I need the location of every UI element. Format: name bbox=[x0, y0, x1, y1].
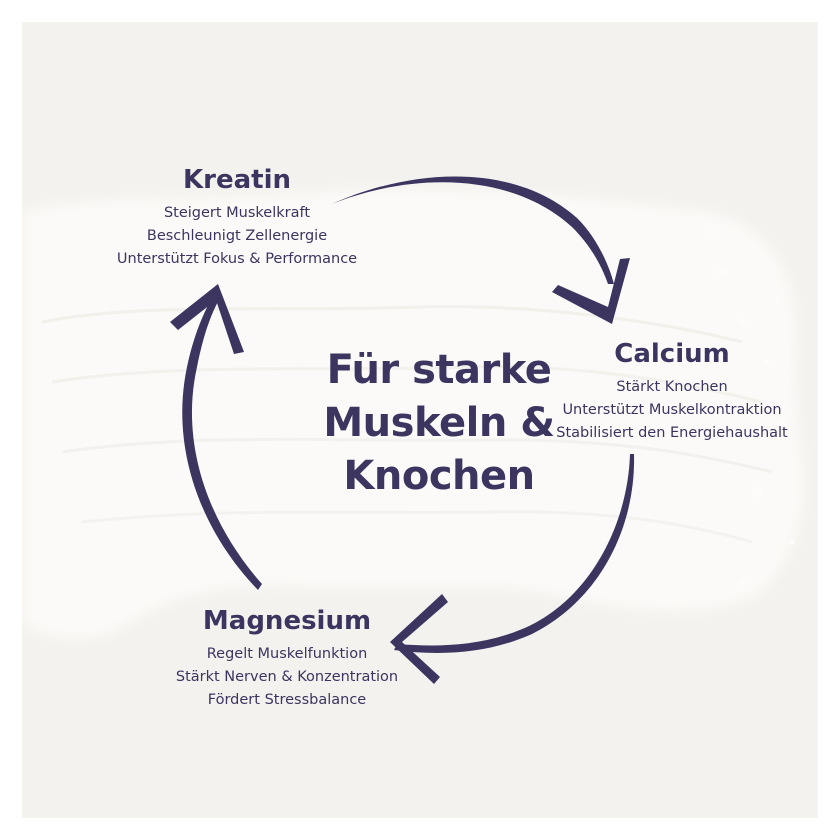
benefit-list: Regelt Muskelfunktion Stärkt Nerven & Ko… bbox=[162, 643, 412, 712]
center-title-line: Muskeln & bbox=[323, 400, 555, 446]
nutrient-kreatin: Kreatin Steigert Muskelkraft Beschleunig… bbox=[102, 164, 372, 271]
center-title: Für starke Muskeln & Knochen bbox=[304, 344, 574, 503]
benefit-item: Beschleunigt Zellenergie bbox=[146, 228, 328, 244]
cycle-arrow-icon bbox=[182, 294, 262, 590]
benefit-list: Stärkt Knochen Unterstützt Muskelkontrak… bbox=[532, 376, 812, 445]
benefit-item: Fördert Stressbalance bbox=[207, 692, 367, 708]
arrowhead-calcium bbox=[552, 258, 630, 324]
nutrient-title: Magnesium bbox=[202, 606, 372, 636]
cycle-arrow-icon bbox=[332, 176, 614, 284]
benefit-item: Steigert Muskelkraft bbox=[163, 205, 311, 221]
benefit-item: Stärkt Nerven & Konzentration bbox=[175, 669, 399, 685]
benefit-item: Stärkt Knochen bbox=[616, 379, 728, 395]
benefit-item: Unterstützt Fokus & Performance bbox=[116, 251, 358, 267]
benefit-item: Unterstützt Muskelkontraktion bbox=[562, 402, 782, 418]
arrowhead-kreatin bbox=[170, 284, 244, 354]
nutrient-calcium: Calcium Stärkt Knochen Unterstützt Muske… bbox=[532, 338, 812, 445]
nutrient-title: Kreatin bbox=[183, 165, 291, 195]
center-title-line: Knochen bbox=[343, 453, 535, 499]
nutrient-title: Calcium bbox=[614, 339, 730, 369]
nutrient-magnesium: Magnesium Regelt Muskelfunktion Stärkt N… bbox=[162, 605, 412, 712]
benefit-item: Stabilisiert den Energiehaushalt bbox=[556, 425, 788, 441]
center-title-line: Für starke bbox=[326, 347, 552, 393]
cycle-arrows bbox=[170, 176, 635, 684]
benefit-item: Regelt Muskelfunktion bbox=[206, 646, 368, 662]
cycle-arrow-icon bbox=[394, 454, 635, 653]
infographic-canvas: Kreatin Steigert Muskelkraft Beschleunig… bbox=[22, 22, 818, 818]
benefit-list: Steigert Muskelkraft Beschleunigt Zellen… bbox=[102, 202, 372, 271]
arrowhead-magnesium bbox=[390, 594, 448, 684]
